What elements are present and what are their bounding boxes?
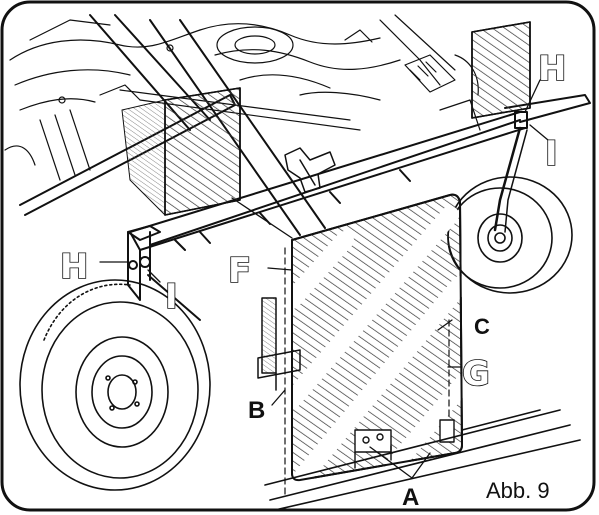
upper-left-warning-panel — [121, 87, 241, 216]
label-b: B — [248, 397, 265, 424]
label-f: F — [228, 251, 251, 291]
lower-chassis — [264, 409, 581, 510]
crossbar — [127, 94, 591, 321]
left-wheel — [19, 279, 211, 491]
upper-right-warning-panel — [471, 21, 531, 119]
label-c: C — [474, 314, 490, 339]
label-h-left: H — [60, 247, 88, 287]
figure-caption: Abb. 9 — [486, 478, 550, 503]
bottom-brackets — [354, 419, 455, 469]
label-h-right: H — [538, 49, 566, 89]
mounting-bracket — [257, 297, 301, 391]
label-g: G — [462, 354, 490, 394]
leader-lines — [99, 79, 549, 479]
label-a: A — [402, 484, 419, 511]
label-i-right: I — [545, 134, 558, 174]
label-i-left: I — [165, 277, 178, 317]
bracket-clamp — [284, 147, 336, 193]
wheel-strut — [493, 126, 522, 232]
